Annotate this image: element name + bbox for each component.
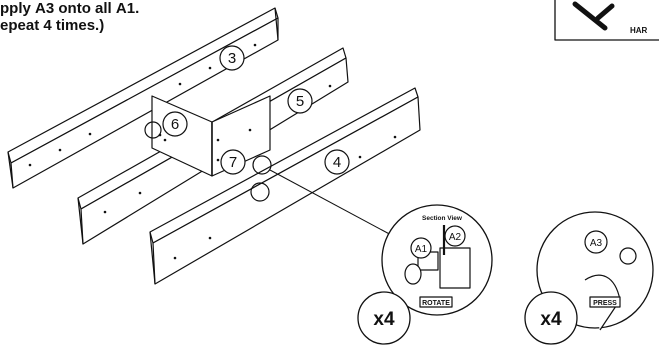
part-number-label: 7 (229, 154, 237, 171)
part-number-label: 4 (333, 154, 341, 171)
instruction-text: pply A3 onto all A1. epeat 4 times.) (0, 0, 139, 34)
leader-line (269, 169, 396, 238)
panel-3-shape (7, 7, 279, 189)
part-number-circle-7 (220, 149, 246, 175)
section-view-title: Section View (422, 215, 463, 222)
hotspot-circle (144, 121, 162, 139)
detail-rotate (357, 204, 493, 345)
screw-holes (28, 43, 397, 260)
hammer-icon (572, 1, 615, 31)
part-number-circle-4 (324, 149, 350, 175)
part-number-label: 3 (228, 50, 236, 67)
action-label-rotate: ROTATE (422, 300, 450, 307)
quantity-label: x4 (540, 309, 562, 330)
instruction-line-2: epeat 4 times.) (0, 17, 105, 34)
hardware-box (554, 0, 659, 41)
part-number-label: 6 (171, 116, 179, 133)
part-label-a1: A1 (415, 244, 428, 255)
hotspot-circle (252, 155, 272, 175)
part-number-label: 5 (296, 93, 304, 110)
hardware-box-label: HAR (630, 26, 648, 35)
panel-4-shape (149, 87, 421, 285)
part-ref-a3: A3 (35, 0, 55, 17)
instruction-line-1: pply A3 onto all A1. (0, 0, 140, 17)
part-label-a2: A2 (449, 232, 462, 243)
part-ref-a1: A1 (115, 0, 136, 17)
part-number-circle-6 (162, 111, 188, 137)
hotspot-circle (250, 182, 270, 202)
part-label-a3: A3 (590, 238, 603, 249)
part-number-circle-5 (287, 88, 313, 114)
part-number-circle-3 (219, 45, 245, 71)
quantity-label: x4 (373, 309, 395, 330)
detail-press (524, 211, 654, 345)
action-label-press: PRESS (593, 300, 617, 307)
